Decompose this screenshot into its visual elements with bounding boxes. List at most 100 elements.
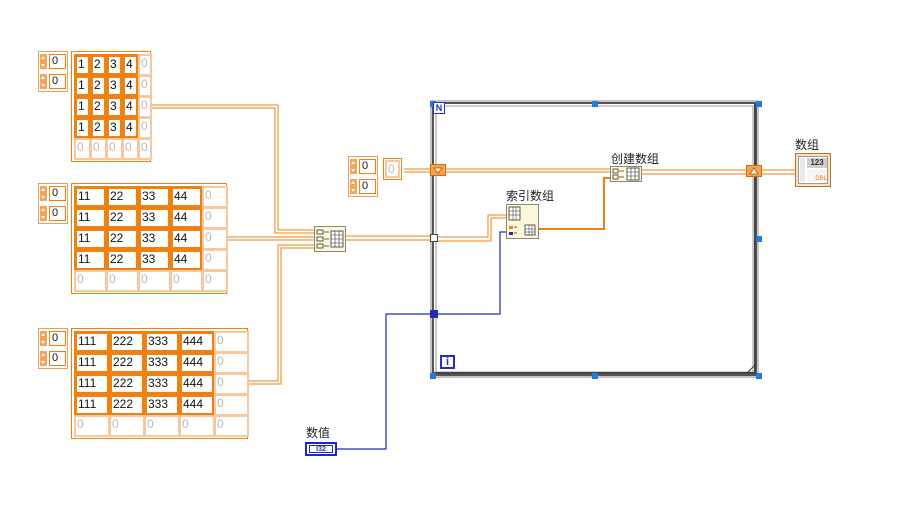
array-element[interactable]: 0 (122, 138, 139, 160)
array-element[interactable]: 22 (106, 207, 139, 229)
array-element[interactable]: 0 (214, 331, 249, 353)
output-tunnel[interactable] (746, 165, 762, 177)
array-element[interactable]: 0 (138, 54, 152, 76)
index-spinner-icon[interactable] (40, 74, 47, 89)
resize-handle-tr[interactable] (756, 101, 762, 107)
array-element[interactable]: 222 (109, 352, 145, 374)
array-element[interactable]: 444 (179, 331, 215, 353)
array-element[interactable]: 22 (106, 228, 139, 250)
array-element[interactable]: 0 (202, 270, 228, 292)
array-element[interactable]: 111 (74, 394, 110, 416)
numeric-tunnel[interactable] (430, 310, 438, 318)
array-element[interactable]: 444 (179, 394, 215, 416)
index-array-node[interactable] (506, 204, 539, 239)
array-element[interactable]: 0 (202, 228, 228, 250)
resize-handle-r[interactable] (756, 236, 762, 242)
array-element[interactable]: 4 (122, 54, 139, 76)
array-element[interactable]: 111 (74, 331, 110, 353)
array-element[interactable]: 0 (202, 186, 228, 208)
array-element[interactable]: 33 (138, 249, 171, 271)
array-element[interactable]: 0 (179, 415, 215, 437)
array-element[interactable]: 333 (144, 352, 180, 374)
array-element[interactable]: 0 (74, 270, 107, 292)
array-element[interactable]: 333 (144, 331, 180, 353)
loop-count-terminal[interactable]: N (433, 102, 445, 114)
create-array-node[interactable] (610, 166, 642, 182)
array-element[interactable]: 0 (74, 415, 110, 437)
index-spinner-icon[interactable] (40, 206, 47, 221)
array-element[interactable]: 0 (214, 415, 249, 437)
array-element[interactable]: 111 (74, 373, 110, 395)
index-value[interactable]: 0 (49, 74, 66, 89)
index-spinner-icon[interactable] (350, 179, 357, 194)
array-element[interactable]: 1 (74, 75, 91, 97)
array-element[interactable]: 0 (202, 249, 228, 271)
index-value[interactable]: 0 (359, 159, 376, 174)
array-element[interactable]: 0 (170, 270, 203, 292)
for-loop[interactable] (430, 100, 759, 378)
array-element[interactable]: 2 (90, 54, 107, 76)
array-element[interactable]: 0 (214, 352, 249, 374)
array-element[interactable]: 33 (138, 228, 171, 250)
array-element[interactable]: 0 (214, 394, 249, 416)
array-element[interactable]: 444 (179, 373, 215, 395)
index-value[interactable]: 0 (49, 54, 66, 69)
resize-handle-t[interactable] (592, 101, 598, 107)
array-element[interactable]: 0 (90, 138, 107, 160)
array-element[interactable]: 11 (74, 228, 107, 250)
array-element[interactable]: 0 (202, 207, 228, 229)
array-element[interactable]: 111 (74, 352, 110, 374)
array-element[interactable]: 222 (109, 331, 145, 353)
array-element[interactable]: 0 (138, 96, 152, 118)
array-element[interactable]: 222 (109, 394, 145, 416)
array-element[interactable]: 1 (74, 54, 91, 76)
array-element[interactable]: 0 (138, 75, 152, 97)
array-element[interactable]: 222 (109, 373, 145, 395)
array-element[interactable]: 22 (106, 249, 139, 271)
array-element[interactable]: 444 (179, 352, 215, 374)
array-element[interactable]: 333 (144, 394, 180, 416)
array-element[interactable]: 3 (106, 117, 123, 139)
index-value[interactable]: 0 (359, 179, 376, 194)
array-element[interactable]: 44 (170, 207, 203, 229)
array-element[interactable]: 0 (106, 138, 123, 160)
index-value[interactable]: 0 (49, 206, 66, 221)
array-element[interactable]: 11 (74, 186, 107, 208)
array-element[interactable]: 0 (74, 138, 91, 160)
index-spinner-icon[interactable] (40, 186, 47, 201)
index-value[interactable]: 0 (49, 331, 66, 346)
iteration-terminal[interactable]: i (440, 355, 455, 369)
array-element[interactable]: 1 (74, 117, 91, 139)
array-element[interactable]: 44 (170, 249, 203, 271)
index-value[interactable]: 0 (49, 351, 66, 366)
array-tunnel[interactable] (430, 234, 438, 242)
array-element[interactable]: 22 (106, 186, 139, 208)
array-element[interactable]: 11 (74, 207, 107, 229)
index-spinner-icon[interactable] (40, 54, 47, 69)
array-indicator[interactable]: 123 DBL (795, 153, 831, 187)
index-spinner-icon[interactable] (40, 351, 47, 366)
array-element[interactable]: 33 (138, 186, 171, 208)
index-spinner-icon[interactable] (40, 331, 47, 346)
array-element[interactable]: 0 (138, 138, 152, 160)
index-spinner-icon[interactable] (350, 159, 357, 174)
build-array-node[interactable] (314, 226, 346, 252)
numeric-control[interactable]: I32 (305, 442, 337, 456)
array-element[interactable]: 2 (90, 117, 107, 139)
array-element[interactable]: 11 (74, 249, 107, 271)
input-tunnel[interactable] (430, 164, 446, 176)
array-element[interactable]: 4 (122, 75, 139, 97)
array-element[interactable]: 33 (138, 207, 171, 229)
array-element[interactable]: 0 (385, 160, 400, 178)
resize-handle-bl[interactable] (430, 373, 436, 379)
array-element[interactable]: 0 (144, 415, 180, 437)
array-element[interactable]: 0 (109, 415, 145, 437)
array-element[interactable]: 4 (122, 117, 139, 139)
resize-handle-b[interactable] (592, 373, 598, 379)
array-element[interactable]: 2 (90, 96, 107, 118)
resize-handle-br[interactable] (756, 373, 762, 379)
array-element[interactable]: 2 (90, 75, 107, 97)
array-element[interactable]: 3 (106, 96, 123, 118)
array-element[interactable]: 44 (170, 228, 203, 250)
index-value[interactable]: 0 (49, 186, 66, 201)
